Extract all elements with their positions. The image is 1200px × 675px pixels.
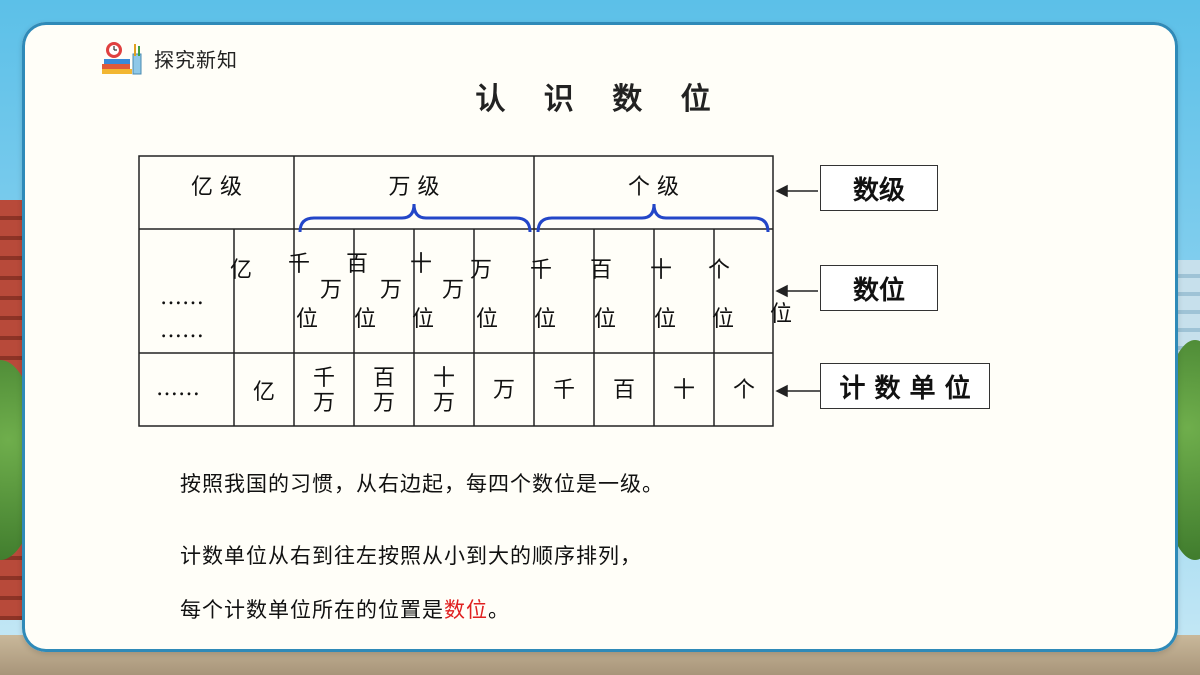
rule-line-3-highlight: 数位 xyxy=(444,598,488,622)
unit-shiwan: 十 万 xyxy=(414,366,474,417)
unit-ellipsis: …… xyxy=(156,376,200,401)
digit-ellipsis-bottom: …… xyxy=(160,318,204,343)
unit-qianwan: 千 万 xyxy=(294,366,354,417)
level-cell-ge: 个 级 xyxy=(628,175,679,200)
unit-shiwan-b: 万 xyxy=(432,391,455,417)
unit-qianwan-b: 万 xyxy=(312,391,335,417)
unit-qian: 千 xyxy=(552,378,575,403)
page-title: 认 识 数 位 xyxy=(475,82,725,117)
digit-baiwan-a: 百 xyxy=(346,252,369,277)
label-levels: 数级 xyxy=(820,165,938,211)
digit-bai-a: 百 xyxy=(590,258,613,283)
label-units: 计 数 单 位 xyxy=(820,363,990,409)
digit-shiwan-c: 位 xyxy=(412,307,435,332)
section-header: 探究新知 xyxy=(100,40,238,76)
unit-baiwan: 百 万 xyxy=(354,366,414,417)
rule-line-3: 每个计数单位所在的位置是数位。 xyxy=(180,594,510,624)
digit-qian-c: 位 xyxy=(534,307,557,332)
unit-shi: 十 xyxy=(672,378,695,403)
slide-card xyxy=(22,22,1178,652)
unit-bai: 百 xyxy=(612,378,635,403)
level-cell-yi: 亿 级 xyxy=(191,175,242,200)
digit-bai-c: 位 xyxy=(594,307,617,332)
unit-ge: 个 xyxy=(732,378,755,403)
school-supplies-icon xyxy=(102,42,142,75)
unit-baiwan-a: 百 xyxy=(372,366,395,391)
digit-qianwan-b: 万 xyxy=(320,278,343,303)
digit-qianwan-a: 千 xyxy=(288,252,311,277)
label-digits: 数位 xyxy=(820,265,938,311)
section-label: 探究新知 xyxy=(154,47,238,72)
digit-ge-c: 位 xyxy=(712,307,735,332)
digit-wan-a: 万 xyxy=(470,258,493,283)
unit-qianwan-a: 千 xyxy=(312,366,335,391)
unit-wan: 万 xyxy=(492,378,515,403)
digit-baiwan-b: 万 xyxy=(380,278,403,303)
digit-shi-a: 十 xyxy=(650,258,673,283)
rule-line-2: 计数单位从右到往左按照从小到大的顺序排列， xyxy=(180,544,642,568)
digit-extra: 位 xyxy=(770,302,793,327)
digit-ge-a: 个 xyxy=(708,258,731,283)
digit-shiwan-a: 十 xyxy=(410,252,433,277)
digit-baiwan-c: 位 xyxy=(354,307,377,332)
brace-wan-level xyxy=(298,203,532,233)
rule-line-3-prefix: 每个计数单位所在的位置是 xyxy=(180,598,444,622)
level-cell-wan: 万 级 xyxy=(388,175,440,200)
digit-wan-c: 位 xyxy=(476,307,499,332)
rule-line-3-suffix: 。 xyxy=(488,598,510,622)
digit-shiwan-b: 万 xyxy=(442,278,465,303)
digit-ellipsis-top: …… xyxy=(160,285,204,310)
rule-line-1: 按照我国的习惯，从右边起，每四个数位是一级。 xyxy=(180,472,664,496)
unit-shiwan-a: 十 xyxy=(432,366,455,391)
unit-baiwan-b: 万 xyxy=(372,391,395,417)
unit-yi: 亿 xyxy=(252,380,275,405)
digit-qianwan-c: 位 xyxy=(296,307,319,332)
digit-shi-c: 位 xyxy=(654,307,677,332)
digit-qian-a: 千 xyxy=(530,258,553,283)
digit-yi: 亿 xyxy=(230,258,253,283)
brace-ge-level xyxy=(536,203,770,233)
